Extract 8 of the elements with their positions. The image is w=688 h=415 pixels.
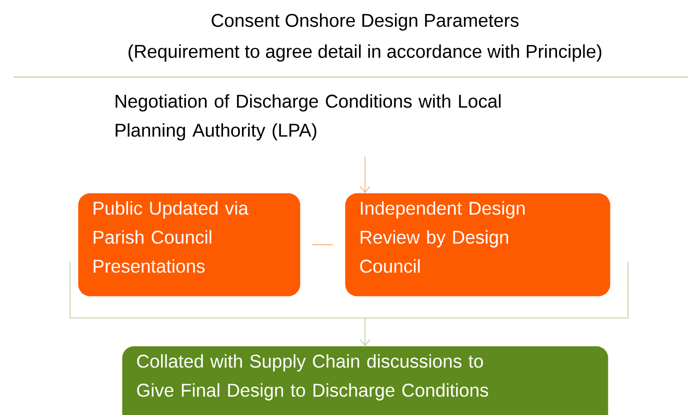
step-text: Negotiation of Discharge Conditions with Local Planning Authority (LPA)	[116, 94, 501, 140]
title: Consent Onshore Design Parameters	[212, 13, 519, 31]
process-box: Public Updated via Parish Council Presentations	[78, 193, 300, 296]
connector-line	[312, 244, 334, 246]
subtitle: (Requirement to agree detail in accordance with Principle)	[128, 44, 602, 62]
process-box: Collated with Supply Chain discussions to Give Final Design to Discharge Conditions	[122, 346, 608, 415]
arrow	[360, 156, 370, 193]
process-box: Independent Design Review by Design Council	[345, 193, 610, 296]
